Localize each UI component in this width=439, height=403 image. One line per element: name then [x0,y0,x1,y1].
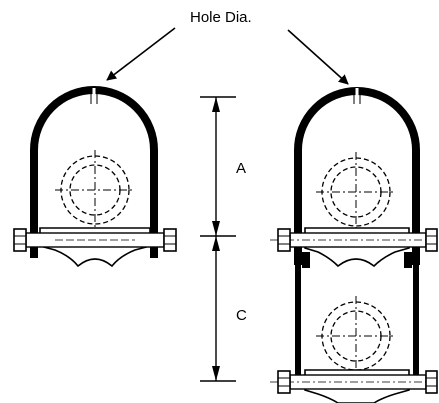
dimension-lines: A C [200,96,247,382]
dimension-c-label: C [236,307,247,324]
hole-diameter-label: Hole Dia. [190,9,252,26]
nut-lower-a [277,370,291,394]
nut-lower-b [425,370,438,394]
nut-left-a [13,228,27,252]
nut-left-b [163,228,177,252]
dimension-a-label: A [236,160,246,177]
single-pipe-clamp [13,86,177,268]
nut-upper-b [425,228,438,252]
double-pipe-clamp [270,87,438,403]
hole-arrow-right [287,29,349,85]
nut-upper-a [277,228,291,252]
hole-arrow-left [106,27,176,81]
